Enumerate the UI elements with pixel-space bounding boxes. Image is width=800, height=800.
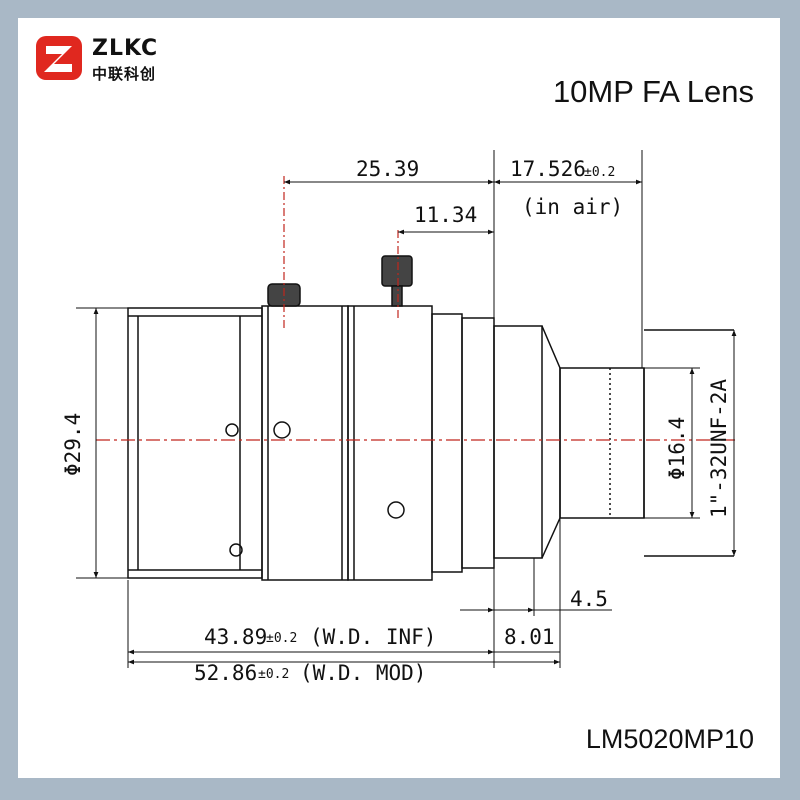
dim-43-89: 43.89 [204, 625, 267, 649]
dim-11-34: 11.34 [414, 203, 477, 227]
brand-logo: ZLKC 中联科创 [34, 32, 194, 102]
lens-body [127, 305, 734, 581]
lock-screw-iris [381, 255, 413, 307]
dimension-lines [76, 150, 737, 668]
dim-25-39: 25.39 [356, 157, 419, 181]
dim-43-89-tol: ±0.2 [266, 631, 297, 646]
dim-thread: 1"-32UNF-2A [707, 379, 731, 518]
brand-name: ZLKC [92, 36, 159, 61]
dim-8-01: 8.01 [504, 625, 555, 649]
dim-52-86: 52.86 [194, 661, 257, 685]
dim-dia-29-4: Φ29.4 [61, 413, 85, 476]
model-number: LM5020MP10 [585, 724, 754, 754]
dim-17-526: 17.526 [510, 157, 586, 181]
dim-in-air: (in air) [522, 195, 623, 219]
dim-52-86-tol: ±0.2 [258, 667, 289, 682]
dim-wd-inf: (W.D. INF) [310, 625, 436, 649]
dim-dia-16-4: Φ16.4 [665, 417, 689, 480]
brand-name-cn: 中联科创 [92, 65, 157, 83]
dim-17-526-tol: ±0.2 [584, 165, 615, 180]
dim-wd-mod: (W.D. MOD) [300, 661, 426, 685]
dim-4-5: 4.5 [570, 587, 608, 611]
zlkc-logo-icon [36, 36, 82, 80]
centre-lines [96, 176, 738, 441]
product-title: 10MP FA Lens [552, 74, 754, 109]
lens-technical-drawing: 25.39 17.526 ±0.2 (in air) 11.34 Φ29.4 Φ… [61, 150, 738, 685]
page-frame: ZLKC 中联科创 10MP FA Lens LM5020MP10 [18, 18, 780, 778]
